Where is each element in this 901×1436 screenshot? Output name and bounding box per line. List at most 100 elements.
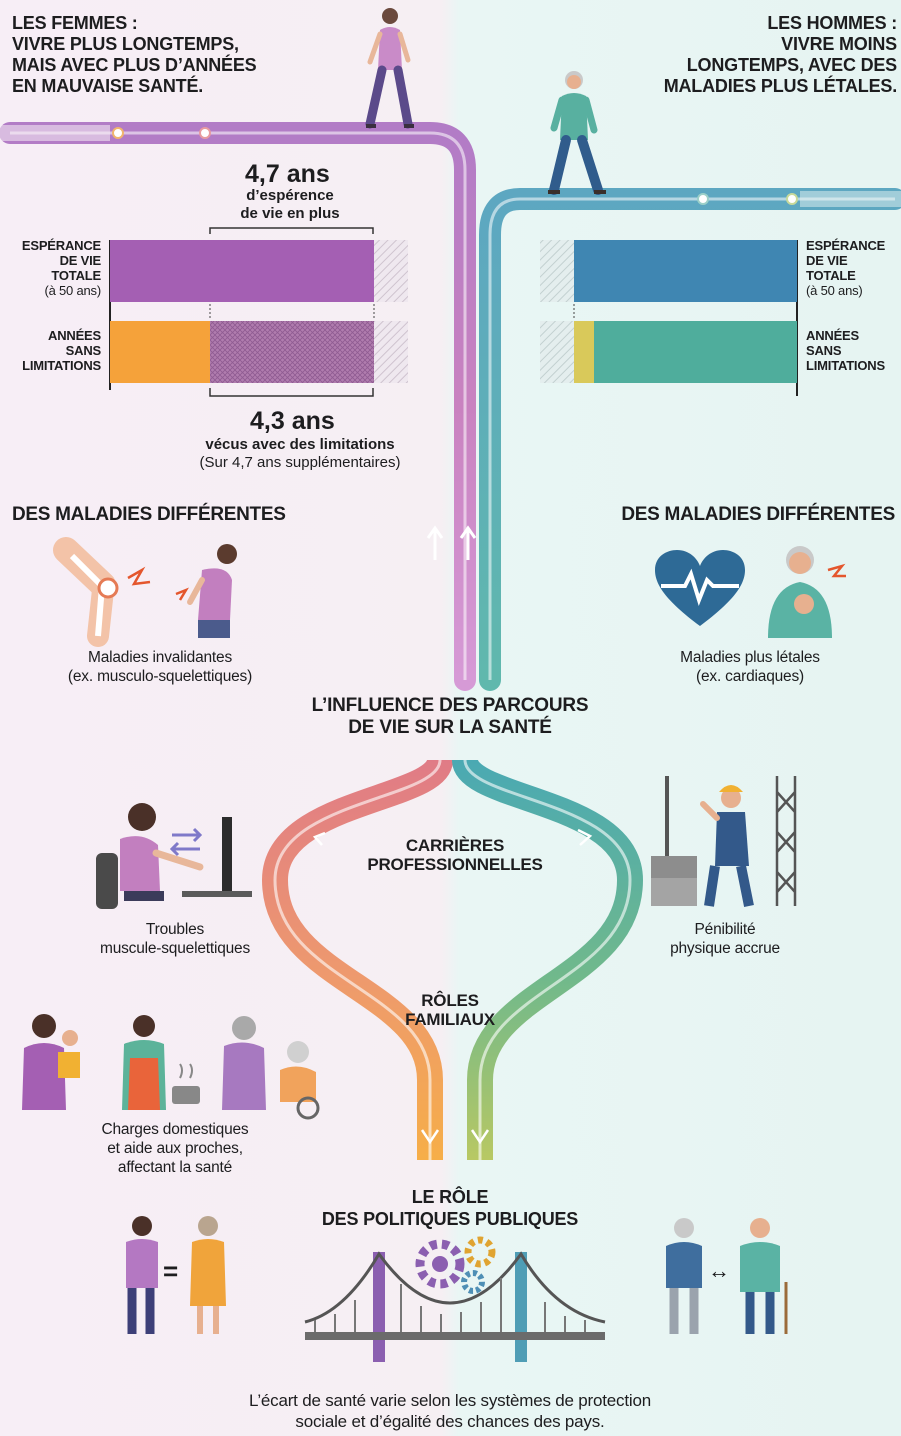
women-life-expectancy-extra: [374, 240, 408, 302]
women-heading-line: VIVRE PLUS LONGTEMPS,: [12, 34, 239, 54]
title-line: LE RÔLE: [411, 1187, 489, 1207]
family-caption: Charges domestiques et aide aux proches,…: [40, 1120, 310, 1177]
women-limited-years-bar: [210, 321, 374, 383]
caption-line: Troubles: [145, 921, 205, 938]
label-line: TOTALE: [51, 268, 101, 283]
men-limited-years-bar: [574, 321, 594, 383]
men-comparison-icons: [666, 1218, 788, 1334]
women-extra-value: 4,7 ans: [245, 160, 330, 188]
bridge-gears-icon: [304, 1236, 606, 1362]
label-line: DE VIE: [806, 253, 848, 268]
construction-worker-icon: [651, 776, 797, 907]
men-diseases-caption: Maladies plus létales (ex. cardiaques): [620, 648, 880, 686]
knee-pain-icon: [53, 537, 151, 647]
label-line: TOTALE: [806, 268, 856, 283]
careers-label: CARRIÈRES PROFESSIONNELLES: [340, 836, 570, 874]
gear-icon: [461, 1270, 485, 1294]
men-life-expectancy-bar: [574, 240, 797, 302]
men-heading-line: VIVRE MOINS: [781, 34, 897, 54]
caption-line: physique accrue: [670, 940, 780, 957]
men-bar-chart: [540, 240, 798, 396]
policy-title: LE RÔLE DES POLITIQUES PUBLIQUES: [290, 1186, 610, 1230]
label-line: CARRIÈRES: [405, 836, 505, 855]
label-line: PROFESSIONNELLES: [367, 855, 543, 874]
path-dot: [199, 127, 211, 139]
man-walking-icon: [548, 71, 606, 195]
mother-child-icon: [22, 1014, 80, 1110]
title-line: DES POLITIQUES PUBLIQUES: [321, 1209, 579, 1229]
label-line: ANNÉES: [48, 328, 101, 343]
label-sub: (à 50 ans): [44, 283, 101, 298]
label-line: LIMITATIONS: [22, 358, 101, 373]
label-line: SANS: [65, 343, 102, 358]
label-line: DE VIE: [59, 253, 102, 268]
women-healthy-years-bar: [110, 321, 210, 383]
men-career-caption: Pénibilité physique accrue: [620, 920, 830, 958]
label-line: ESPÉRANCE: [21, 238, 101, 253]
women-life-expectancy-bar: [110, 240, 374, 302]
caption-line: (Sur 4,7 ans supplémentaires): [199, 454, 401, 471]
caption-line: d’espérence: [246, 187, 334, 204]
women-heading-line: MAIS AVEC PLUS D’ANNÉES: [12, 55, 257, 75]
women-diseases-title: DES MALADIES DIFFÉRENTES: [12, 504, 286, 525]
men-bar2-label: ANNÉES SANS LIMITATIONS: [806, 328, 901, 373]
footer-line: L’écart de santé varie selon les système…: [249, 1391, 651, 1410]
caption-line: muscule-squelettiques: [99, 940, 251, 957]
women-heading-line: LES FEMMES :: [12, 13, 138, 33]
title-line: DE VIE SUR LA SANTÉ: [348, 717, 552, 738]
caption-line: (ex. musculo-squelettiques): [67, 668, 253, 685]
label-line: LIMITATIONS: [806, 358, 885, 373]
woman-elder-care-icon: [222, 1016, 320, 1120]
women-extra-caption: d’espérence de vie en plus: [200, 187, 380, 223]
path-dot: [697, 193, 709, 205]
label-line: ANNÉES: [806, 328, 859, 343]
caption-line: Charges domestiques: [101, 1121, 249, 1138]
gear-icon: [464, 1236, 496, 1268]
caption-line: (ex. cardiaques): [696, 668, 804, 685]
men-heading: LES HOMMES : VIVRE MOINS LONGTEMPS, AVEC…: [597, 13, 897, 97]
heart-icon: [655, 550, 745, 626]
women-bar2-label: ANNÉES SANS LIMITATIONS: [0, 328, 101, 373]
caption-line: vécus avec des limitations: [205, 436, 395, 453]
caption-line: de vie en plus: [240, 205, 340, 222]
men-heading-line: LONGTEMPS, AVEC DES: [686, 55, 897, 75]
woman-computer-icon: [96, 803, 252, 909]
label-line: ESPÉRANCE: [806, 238, 886, 253]
women-heading: LES FEMMES : VIVRE PLUS LONGTEMPS, MAIS …: [12, 13, 312, 97]
footer-note: L’écart de santé varie selon les système…: [160, 1390, 740, 1432]
label-line: RÔLES: [421, 991, 479, 1010]
women-diseases-caption: Maladies invalidantes (ex. musculo-squel…: [20, 648, 300, 686]
title-line: L’INFLUENCE DES PARCOURS: [311, 695, 589, 716]
women-heading-line: EN MAUVAISE SANTÉ.: [12, 76, 204, 96]
caption-line: et aide aux proches,: [107, 1140, 243, 1157]
caption-line: affectant la santé: [117, 1159, 233, 1176]
women-equality-icons: [126, 1216, 226, 1334]
men-diseases-title: DES MALADIES DIFFÉRENTES: [621, 504, 895, 525]
family-care-icons: [22, 1014, 320, 1120]
woman-walking-icon: [365, 8, 414, 129]
influence-title: L’INFLUENCE DES PARCOURS DE VIE SUR LA S…: [280, 695, 620, 739]
footer-line: sociale et d’égalité des chances des pay…: [295, 1412, 605, 1431]
label-line: FAMILIAUX: [405, 1010, 495, 1029]
label-sub: (à 50 ans): [806, 283, 863, 298]
women-limit-caption: vécus avec des limitations (Sur 4,7 ans …: [170, 436, 430, 472]
family-label: RÔLES FAMILIAUX: [370, 991, 530, 1029]
path-dot: [786, 193, 798, 205]
caption-line: Pénibilité: [694, 921, 756, 938]
men-heading-line: MALADIES PLUS LÉTALES.: [663, 76, 897, 96]
path-dot: [112, 127, 124, 139]
equal-sign: =: [163, 1256, 179, 1286]
women-bar1-label: ESPÉRANCE DE VIE TOTALE (à 50 ans): [0, 238, 101, 298]
women-career-caption: Troubles muscule-squelettiques: [60, 920, 290, 958]
women-bar-chart: [109, 227, 408, 397]
men-heading-line: LES HOMMES :: [767, 13, 897, 33]
women-limit-value: 4,3 ans: [250, 407, 335, 435]
woman-back-pain-icon: [175, 544, 237, 638]
men-healthy-years-bar: [594, 321, 797, 383]
arrow-sign: ↔: [708, 1258, 730, 1283]
caption-line: Maladies plus létales: [680, 649, 820, 666]
label-line: SANS: [806, 343, 842, 358]
woman-cooking-icon: [122, 1015, 200, 1110]
man-chest-pain-icon: [768, 546, 846, 638]
